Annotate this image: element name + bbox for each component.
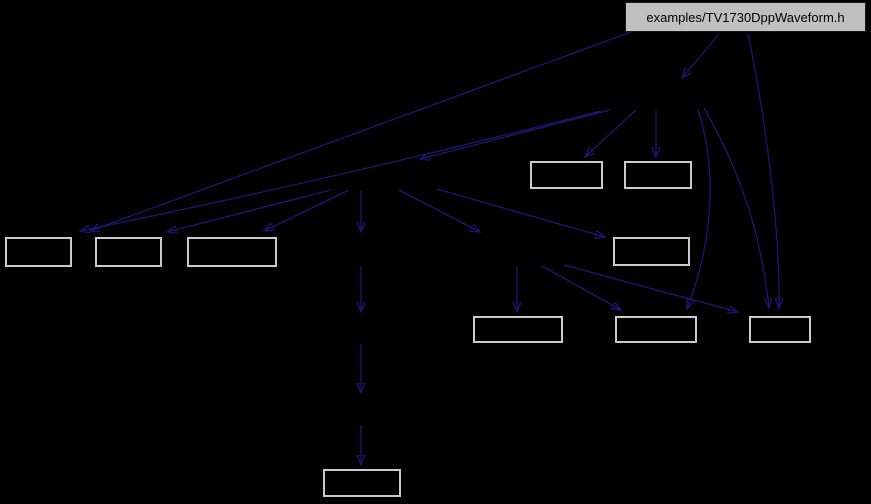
node-examples-tv1730dppwaveform-header[interactable]: examples/TV1730DppWaveform.h — [625, 2, 866, 32]
edge-h1-to-bb2 — [687, 109, 711, 309]
include-box-top-left[interactable] — [530, 161, 603, 189]
include-box-left-2[interactable] — [95, 237, 162, 267]
hidden-node-chain-2 — [315, 316, 407, 343]
hidden-node-hub-3 — [470, 237, 565, 265]
edge-h2-to-h3 — [398, 189, 480, 232]
hidden-node-hub-2 — [306, 162, 436, 190]
edge-title-to-h1 — [682, 33, 720, 78]
edge-title-to-L1 — [90, 31, 632, 231]
include-box-bottom-2[interactable] — [615, 316, 697, 343]
include-box-left-1[interactable] — [5, 237, 72, 267]
include-box-bottom-center[interactable] — [323, 469, 401, 497]
edge-h3-to-bb2 — [541, 265, 621, 310]
edge-h2-to-b613 — [436, 188, 605, 237]
hidden-node-chain-1 — [315, 237, 407, 265]
hidden-node-chain-3 — [315, 397, 407, 424]
edge-title-to-bb3 — [747, 33, 779, 308]
edge-h3-to-bb3 — [563, 264, 738, 312]
include-box-mid-right[interactable] — [613, 237, 690, 266]
include-box-bottom-1[interactable] — [473, 316, 563, 343]
include-box-left-3[interactable] — [187, 237, 277, 267]
hidden-node-hub-1 — [600, 82, 706, 110]
include-box-bottom-3[interactable] — [749, 316, 811, 343]
edge-h2-to-L3 — [264, 189, 350, 231]
edge-h1-to-L1 — [80, 110, 602, 231]
edge-h2-to-L2 — [167, 189, 332, 232]
edge-h1-to-bb3 — [703, 107, 769, 308]
include-box-top-right[interactable] — [624, 161, 692, 189]
edge-h1-to-r2a — [585, 109, 637, 157]
edge-h1-to-h2 — [420, 109, 611, 159]
